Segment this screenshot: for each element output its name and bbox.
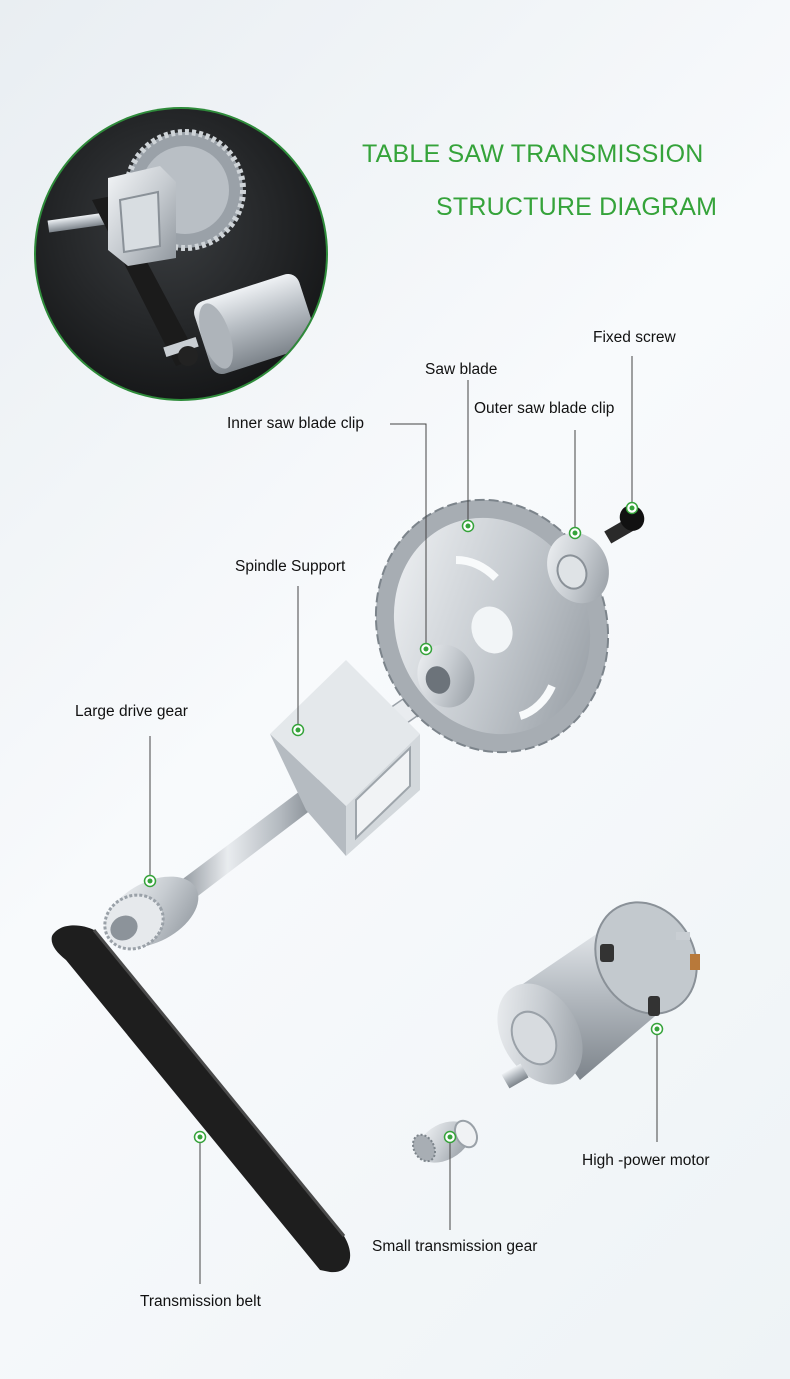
- high-power-motor-shape: [497, 901, 700, 1089]
- label-fixed-screw: Fixed screw: [593, 329, 676, 346]
- marker-high-power-motor: [650, 1022, 664, 1036]
- small-transmission-gear-shape: [411, 1119, 479, 1163]
- label-spindle-support: Spindle Support: [235, 558, 346, 575]
- marker-large-drive-gear: [143, 874, 157, 888]
- leader-inner-clip: [390, 423, 427, 646]
- label-high-power-motor: High -power motor: [582, 1152, 710, 1169]
- label-inner-saw-blade-clip: Inner saw blade clip: [227, 415, 364, 432]
- title-line-1: TABLE SAW TRANSMISSION: [362, 140, 704, 168]
- spindle-support-shape: [270, 660, 420, 856]
- label-saw-blade: Saw blade: [425, 361, 498, 378]
- marker-spindle-support: [291, 723, 305, 737]
- label-outer-saw-blade-clip: Outer saw blade clip: [474, 400, 615, 417]
- title-line-2: STRUCTURE DIAGRAM: [436, 193, 718, 221]
- marker-saw-blade: [461, 519, 475, 533]
- transmission-belt-shape: [51, 925, 351, 1273]
- fixed-screw-shape: [604, 505, 645, 544]
- marker-small-transmission-gear: [443, 1130, 457, 1144]
- marker-fixed-screw: [625, 501, 639, 515]
- label-small-transmission-gear: Small transmission gear: [372, 1238, 538, 1255]
- outer-clip-shape: [547, 532, 609, 604]
- label-large-drive-gear: Large drive gear: [75, 703, 188, 720]
- marker-dots: [143, 501, 664, 1144]
- marker-transmission-belt: [193, 1130, 207, 1144]
- inner-clip-shape: [417, 644, 475, 708]
- leader-lines: [149, 356, 658, 1284]
- label-transmission-belt: Transmission belt: [140, 1293, 261, 1310]
- marker-inner-clip: [419, 642, 433, 656]
- inset-assembly-photo: [34, 107, 328, 401]
- marker-outer-clip: [568, 526, 582, 540]
- large-drive-gear-shape: [103, 876, 199, 951]
